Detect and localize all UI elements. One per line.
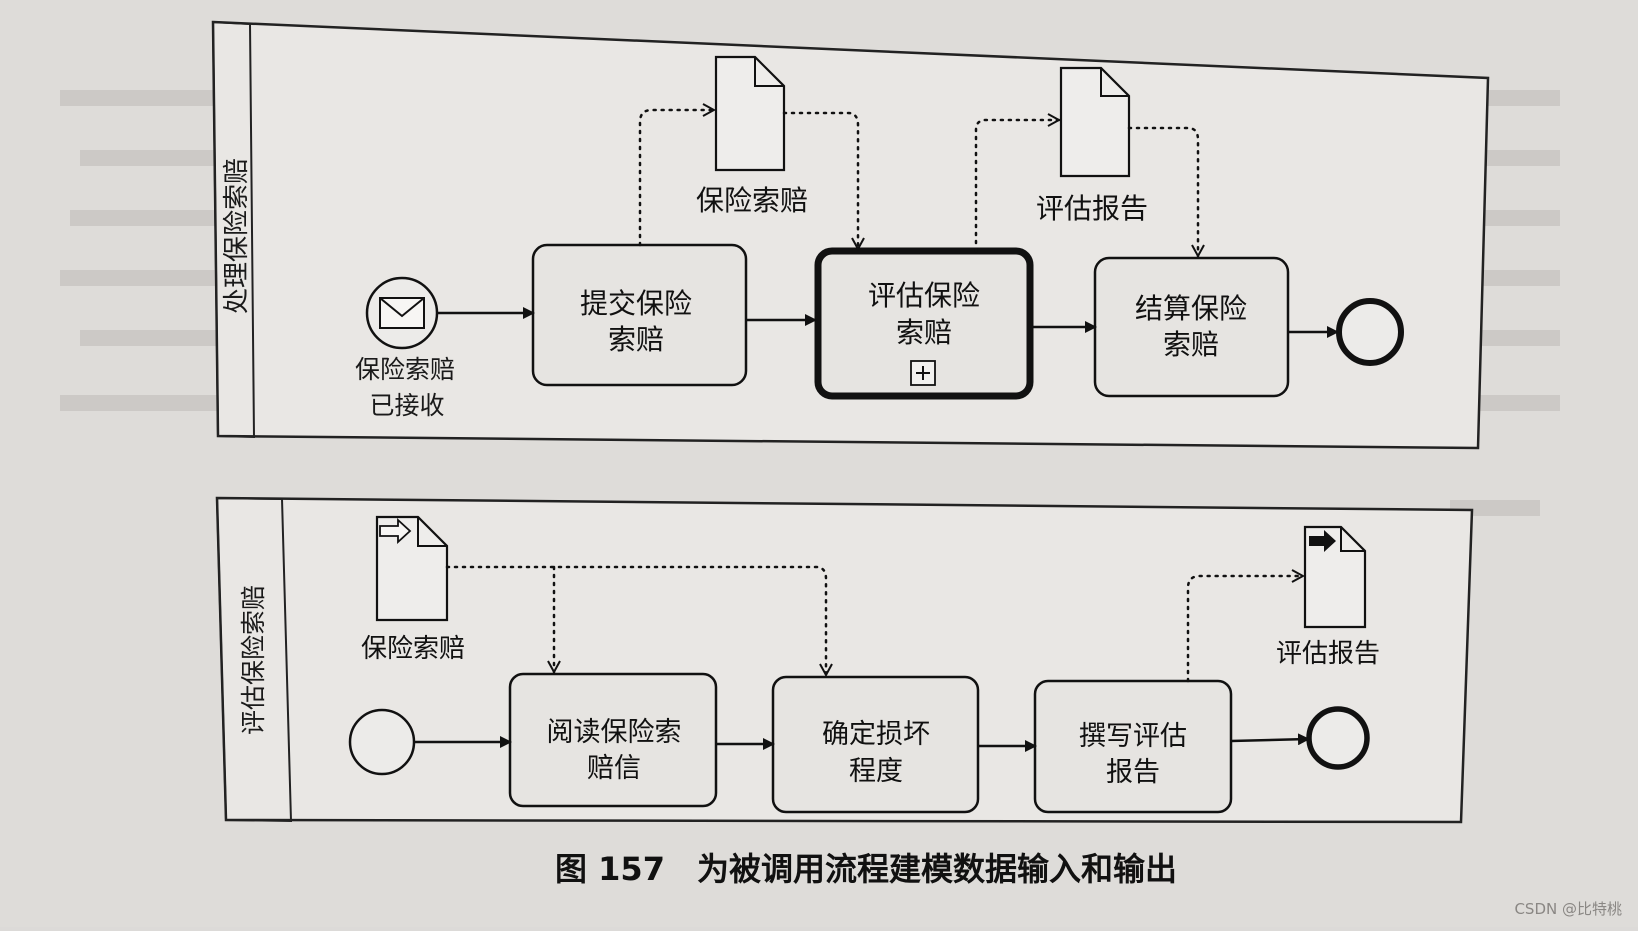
- data-input-arrow-icon: [379, 517, 412, 545]
- data-output-arrow-icon: [1309, 530, 1336, 552]
- pool-2-header: [215, 496, 293, 823]
- pool-process-claim: 处理保险索赔 保险索赔 已接收 提交保险 索赔 评估保险 索赔: [211, 20, 1490, 450]
- task-label-line: 索赔: [1163, 328, 1219, 361]
- task-label-line: 撰写评估: [1079, 721, 1187, 752]
- data-object-report-label: 评估报告: [1036, 192, 1148, 225]
- data-object-claim[interactable]: [714, 55, 786, 172]
- pool-2-name: 评估保险索赔: [239, 585, 268, 735]
- pool-1-header: [211, 20, 256, 439]
- end-event-1[interactable]: [1336, 298, 1404, 366]
- start-event-2[interactable]: [348, 708, 416, 776]
- data-associations-2: [445, 565, 1303, 683]
- data-object-report[interactable]: [1059, 66, 1131, 178]
- task-label-line: 程度: [849, 756, 903, 787]
- data-input-label: 保险索赔: [361, 634, 465, 664]
- task-assess-claim[interactable]: 评估保险 索赔: [814, 247, 1034, 400]
- pool-assess-claim: 评估保险索赔 阅读保险索 赔信 确定损坏 程度 撰写评估 报告: [215, 496, 1474, 824]
- task-write-report[interactable]: 撰写评估 报告: [1033, 679, 1233, 814]
- sequence-flows-2: [414, 733, 1310, 752]
- task-label-line: 报告: [1106, 757, 1160, 788]
- task-label-line: 索赔: [896, 316, 952, 349]
- end-event-2[interactable]: [1306, 706, 1370, 770]
- figure-caption: 图 157 为被调用流程建模数据输入和输出: [555, 850, 1177, 888]
- task-determine-damage[interactable]: 确定损坏 程度: [771, 675, 980, 814]
- task-label-line: 赔信: [587, 753, 641, 784]
- task-settle-claim[interactable]: 结算保险 索赔: [1093, 256, 1290, 398]
- envelope-icon: [379, 297, 425, 329]
- subprocess-plus-icon[interactable]: [910, 360, 936, 386]
- task-label-line: 阅读保险索: [547, 717, 682, 748]
- data-output-label: 评估报告: [1276, 639, 1380, 669]
- task-read-claim-letter[interactable]: 阅读保险索 赔信: [508, 672, 718, 808]
- data-object-claim-label: 保险索赔: [696, 184, 808, 217]
- task-submit-claim[interactable]: 提交保险 索赔: [531, 243, 748, 387]
- watermark: CSDN @比特桃: [1514, 900, 1622, 918]
- task-label-line: 提交保险: [580, 287, 692, 320]
- task-label-line: 索赔: [608, 323, 664, 356]
- task-label-line: 评估保险: [868, 279, 980, 312]
- task-label-line: 结算保险: [1135, 292, 1247, 325]
- task-label-line: 确定损坏: [822, 719, 930, 750]
- data-associations-1: [638, 110, 1198, 256]
- data-output-report[interactable]: [1303, 525, 1367, 629]
- start-event-label: 保险索赔: [355, 355, 455, 384]
- start-event-label-line2: 已接收: [369, 391, 444, 420]
- start-message-event[interactable]: [365, 276, 439, 350]
- data-input-claim[interactable]: [375, 515, 449, 622]
- pool-1-name: 处理保险索赔: [222, 158, 252, 314]
- sequence-flows-1: [438, 307, 1339, 338]
